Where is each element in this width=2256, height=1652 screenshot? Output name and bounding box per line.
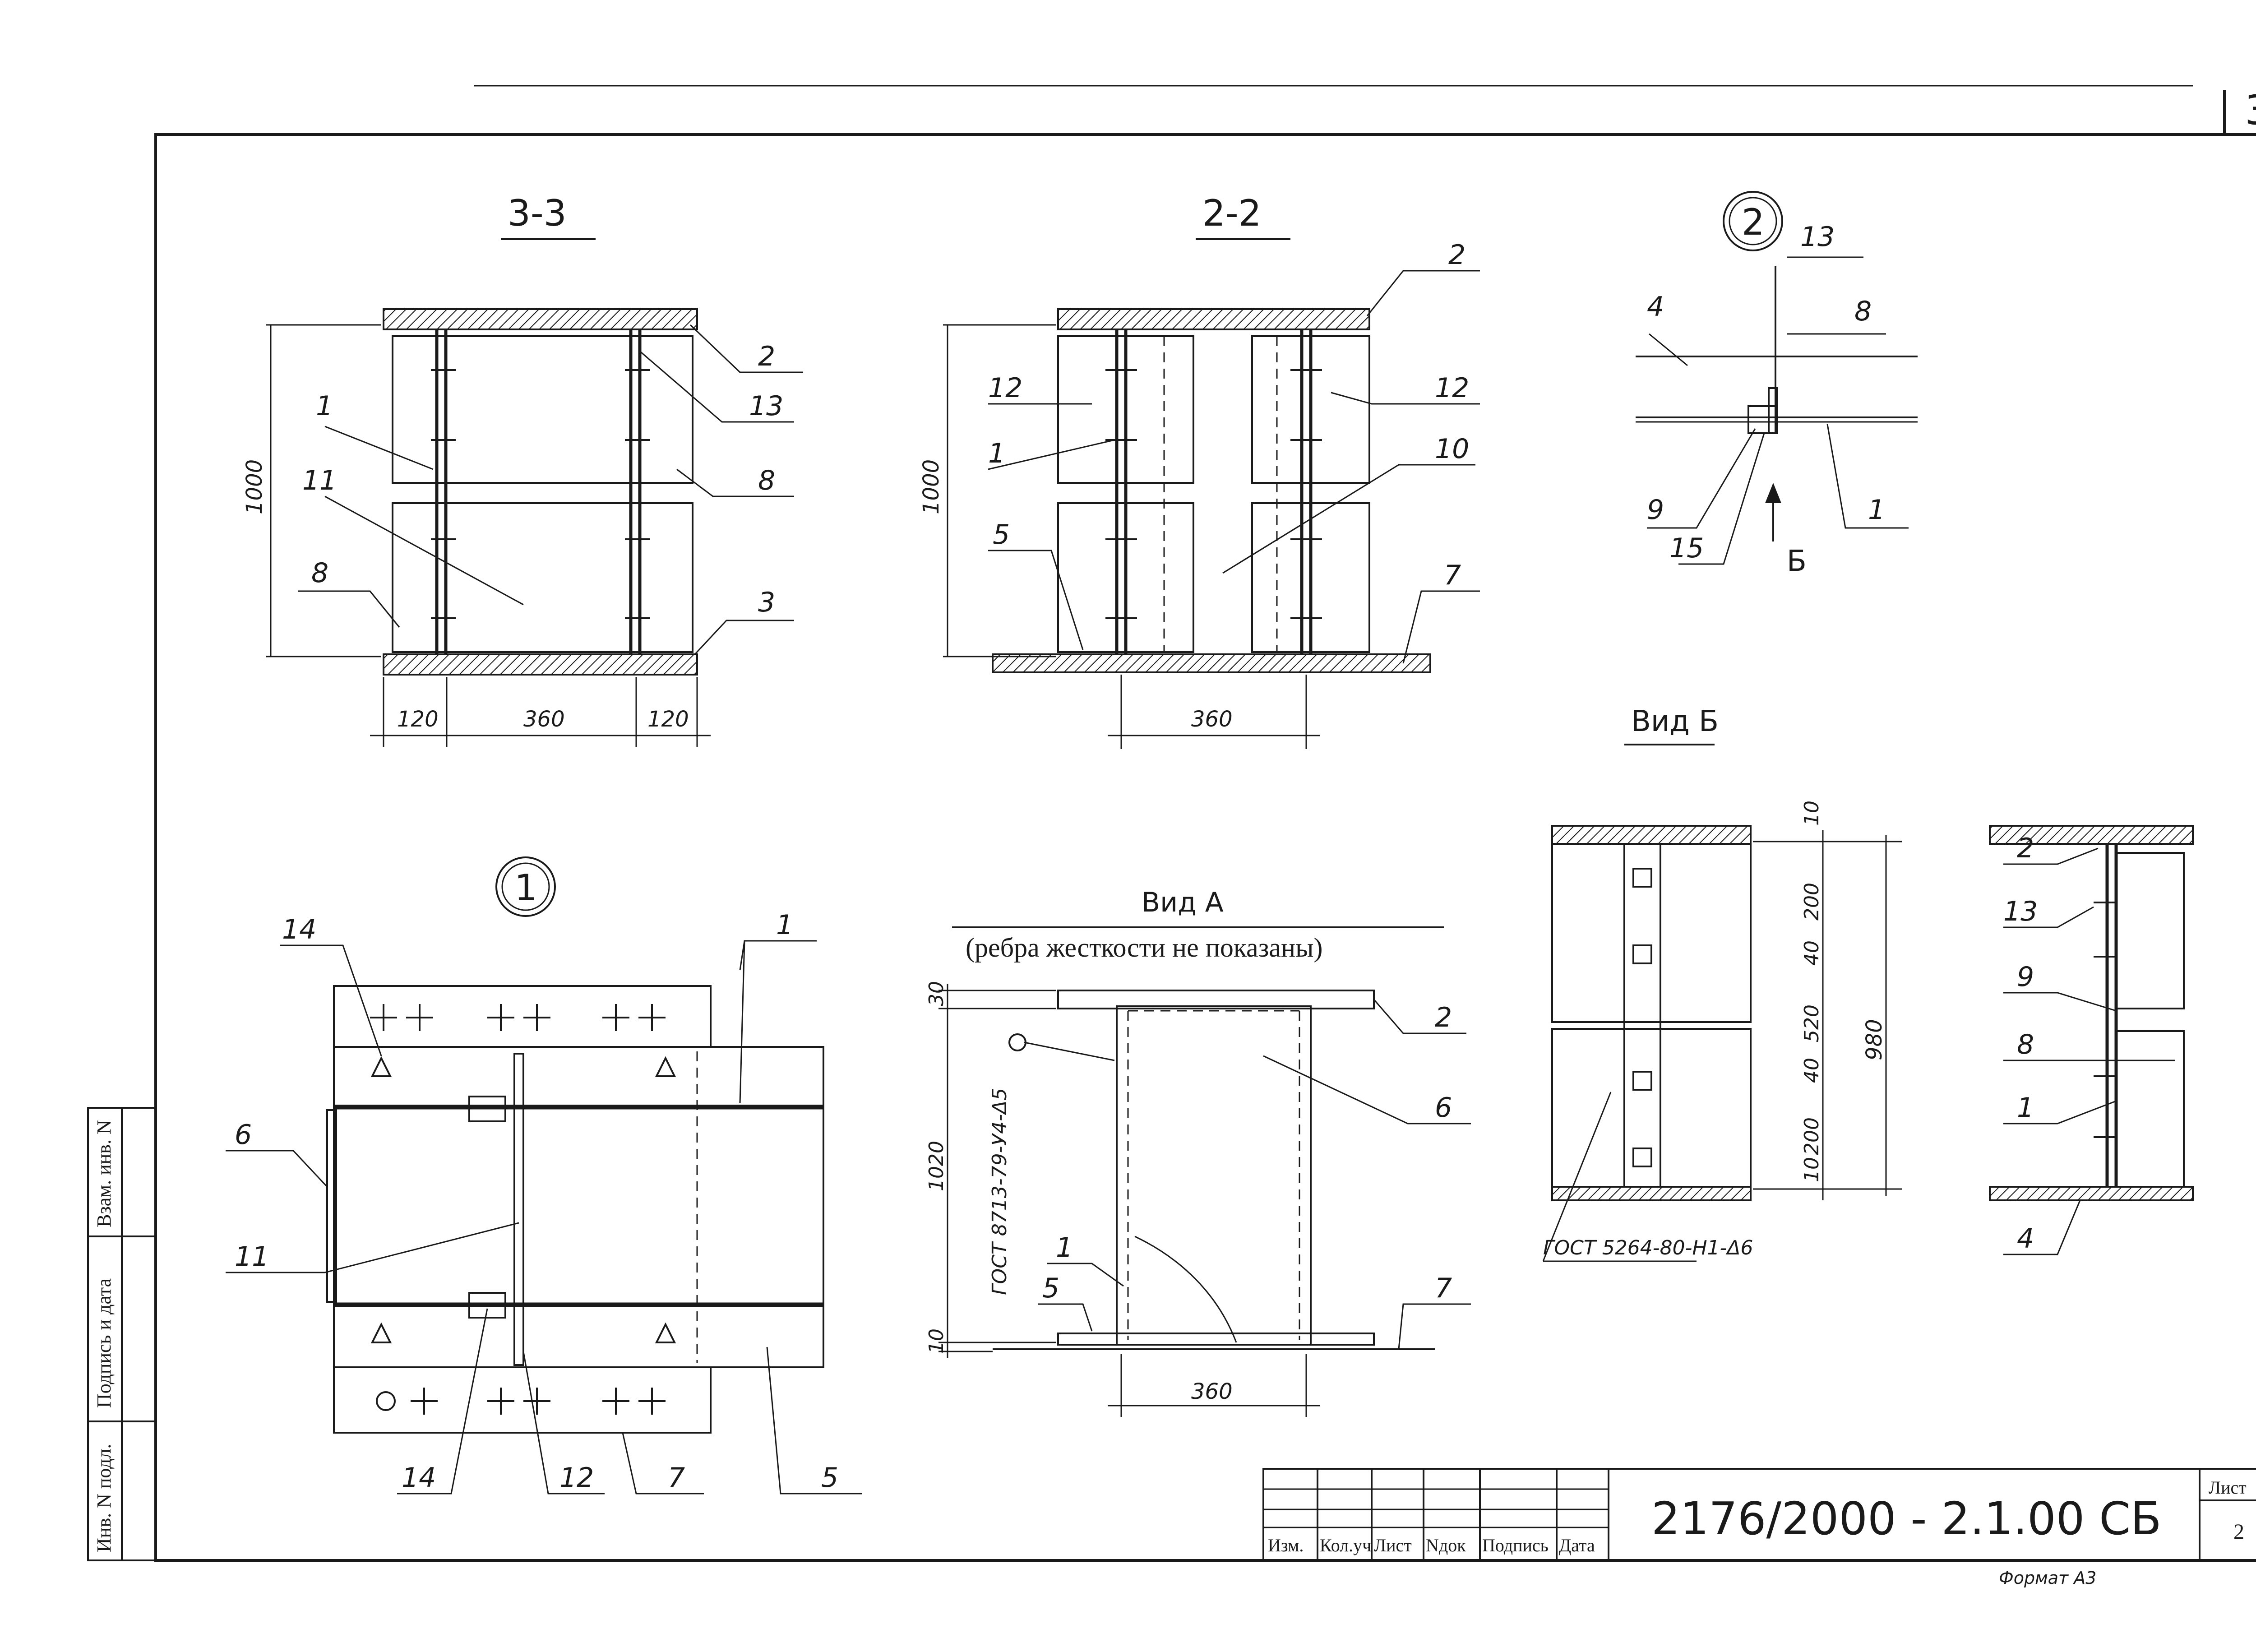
s22-label-12-left: 12 <box>988 372 1022 404</box>
n1-label-14-bottom: 14 <box>402 1462 436 1494</box>
s33-label-13: 13 <box>749 390 783 422</box>
s22-dim-height: 1000 <box>919 459 944 514</box>
view-a: Вид А (ребра жесткости не показаны) 30 1… <box>925 887 1471 1417</box>
n1-label-1: 1 <box>776 909 793 941</box>
section-3-3: 3-3 1000 120 360 120 2 13 1 8 <box>242 192 803 747</box>
node-2: 2 Б 13 8 4 9 15 1 <box>1636 191 1918 578</box>
vb-label-9: 9 <box>2017 961 2034 993</box>
sheet-label: Лист <box>2209 1477 2247 1498</box>
n2-label-9: 9 <box>1647 494 1664 526</box>
s33-label-11: 11 <box>302 465 337 496</box>
vb-label-4: 4 <box>2017 1223 2034 1254</box>
node-2-arrow-label: Б <box>1787 545 1807 578</box>
stamp-col-ndok: Nдок <box>1426 1535 1466 1555</box>
n1-label-14-top: 14 <box>282 914 316 945</box>
node-1: 1 14 1 6 11 14 12 7 5 <box>226 856 862 1495</box>
va-weld-note: ГОСТ 8713-79-У4-Δ5 <box>988 1088 1011 1295</box>
sheet-frame: 30 <box>154 85 2256 1562</box>
n2-label-15: 15 <box>1669 532 1704 564</box>
n1-label-12: 12 <box>559 1462 594 1494</box>
vb-dim-980: 980 <box>1862 1019 1887 1060</box>
va-label-5: 5 <box>1042 1273 1059 1304</box>
va-dim-10: 10 <box>925 1328 948 1354</box>
stamp-col-izm: Изм. <box>1268 1535 1304 1555</box>
vb-dim-200-top: 200 <box>1800 883 1823 921</box>
va-label-1: 1 <box>1056 1232 1073 1263</box>
vb-dim-200-bottom: 200 <box>1800 1117 1823 1155</box>
section-2-2: 2-2 1000 360 2 12 12 1 10 <box>919 192 1480 749</box>
side-stamp-sign-date: Подпись и дата <box>93 1278 115 1408</box>
s33-dim-height: 1000 <box>242 459 267 514</box>
side-stamp: Инв. N подл. Подпись и дата Взам. инв. N <box>87 1107 157 1561</box>
va-label-7: 7 <box>1435 1273 1452 1304</box>
sheet-number: 2 <box>2233 1520 2244 1544</box>
vb-dim-40-top: 40 <box>1800 940 1823 966</box>
va-label-6: 6 <box>1435 1092 1452 1124</box>
view-b: Вид Б 10 200 40 520 40 200 10 980 ГОСТ 5… <box>1542 705 1902 1262</box>
format-label: Формат А3 <box>1999 1568 2096 1588</box>
section-3-3-title: 3-3 <box>508 192 567 234</box>
node-2-title: 2 <box>1742 201 1765 243</box>
s22-label-10: 10 <box>1435 433 1469 465</box>
s33-dim-360: 360 <box>523 707 565 732</box>
va-dim-1020: 1020 <box>925 1141 948 1191</box>
s33-dim-120-left: 120 <box>397 707 439 732</box>
vb-dim-520: 520 <box>1800 1004 1823 1042</box>
view-a-title: Вид А <box>1142 887 1224 918</box>
stamp-col-list: Лист <box>1374 1535 1412 1555</box>
vb-dim-10-top: 10 <box>1800 801 1823 826</box>
n2-label-8: 8 <box>1854 296 1872 327</box>
s22-label-2: 2 <box>1448 239 1465 271</box>
vb-label-13: 13 <box>2003 896 2038 927</box>
title-block: Изм. Кол.уч Лист Nдок Подпись Дата 2176/… <box>1262 1468 2256 1588</box>
s22-label-7: 7 <box>1444 560 1461 591</box>
view-b-profile: 2 13 9 8 1 4 <box>1989 825 2194 1255</box>
vb-label-8: 8 <box>2017 1029 2034 1060</box>
s22-dim-360: 360 <box>1191 707 1233 732</box>
s33-label-8-left: 8 <box>311 557 328 589</box>
stamp-col-sign: Подпись <box>1482 1535 1549 1555</box>
n1-label-5: 5 <box>821 1462 838 1494</box>
view-b-title: Вид Б <box>1631 705 1719 738</box>
n2-label-4: 4 <box>1647 291 1664 323</box>
s33-dim-120-right: 120 <box>647 707 689 732</box>
s33-label-3: 3 <box>758 587 775 618</box>
n1-label-7: 7 <box>668 1462 685 1494</box>
vb-label-1: 1 <box>2017 1092 2034 1124</box>
s22-label-12-right: 12 <box>1435 372 1469 404</box>
s33-label-1: 1 <box>316 390 333 422</box>
va-dim-360: 360 <box>1191 1379 1233 1404</box>
n1-label-11: 11 <box>235 1241 269 1273</box>
page-tag: 30 <box>2245 87 2256 134</box>
n1-label-6: 6 <box>235 1119 252 1151</box>
n2-label-1: 1 <box>1868 494 1885 526</box>
s33-label-2: 2 <box>758 341 775 372</box>
node-1-circle <box>495 856 556 917</box>
node-2-circle <box>1723 191 1783 251</box>
side-stamp-replace: Взам. инв. N <box>93 1120 115 1227</box>
vb-label-2: 2 <box>2017 833 2034 864</box>
stamp-col-kol: Кол.уч <box>1320 1535 1371 1555</box>
va-label-2: 2 <box>1435 1002 1452 1033</box>
vb-dim-10-bottom: 10 <box>1800 1157 1823 1182</box>
view-a-subtitle: (ребра жесткости не показаны) <box>966 933 1322 963</box>
s33-label-8-right: 8 <box>758 465 775 496</box>
n2-label-13: 13 <box>1800 221 1835 253</box>
stamp-col-date: Дата <box>1559 1535 1595 1555</box>
vb-dim-40-bottom: 40 <box>1800 1058 1823 1083</box>
s22-label-5: 5 <box>993 519 1010 551</box>
section-2-2-title: 2-2 <box>1202 192 1262 234</box>
s22-label-1: 1 <box>988 438 1005 469</box>
side-stamp-inv: Инв. N подл. <box>93 1444 115 1553</box>
vb-weld-note: ГОСТ 5264-80-Н1-Δ6 <box>1543 1236 1753 1259</box>
va-dim-30: 30 <box>925 981 948 1006</box>
node-1-title: 1 <box>514 867 537 909</box>
drawing-designation: 2176/2000 - 2.1.00 СБ <box>1651 1492 2162 1545</box>
